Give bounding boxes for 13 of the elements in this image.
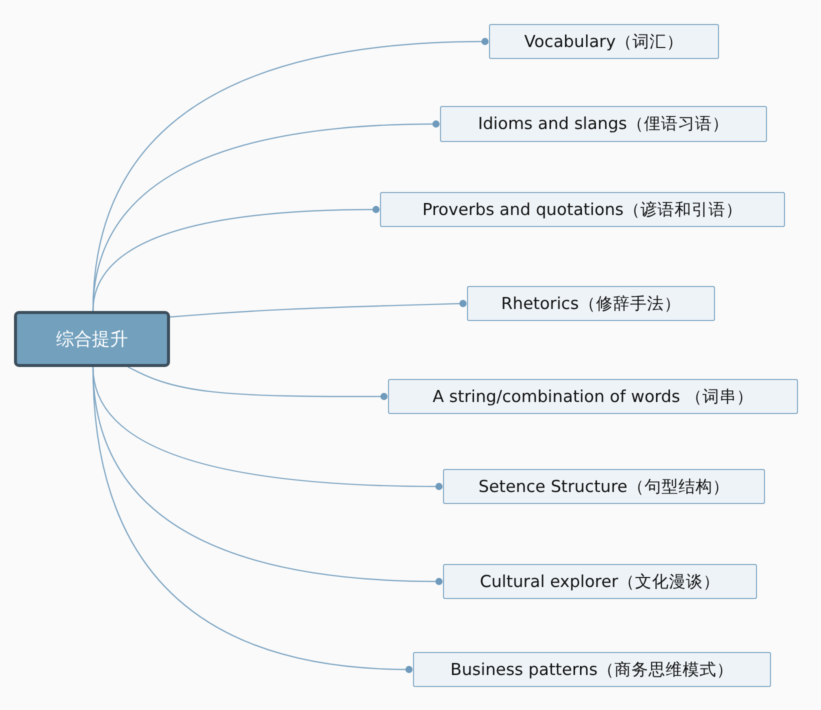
connector-line [128, 366, 388, 400]
connector-line [170, 300, 467, 318]
topic-box: Business patterns（商务思维模式） [413, 652, 771, 687]
topic-box: Setence Structure（句型结构） [443, 469, 765, 504]
topic-box: Proverbs and quotations（谚语和引语） [380, 192, 785, 227]
topic-box: Rhetorics（修辞手法） [467, 286, 715, 321]
connector-line [92, 366, 413, 674]
topic-box: Cultural explorer（文化漫谈） [443, 564, 757, 599]
topic-box: Vocabulary（词汇） [489, 24, 719, 59]
connector-line [92, 206, 380, 312]
topic-box: Idioms and slangs（俚语习语） [440, 106, 767, 142]
topic-box: A string/combination of words （词串） [388, 379, 798, 414]
central-topic-box: 综合提升 [14, 311, 170, 367]
